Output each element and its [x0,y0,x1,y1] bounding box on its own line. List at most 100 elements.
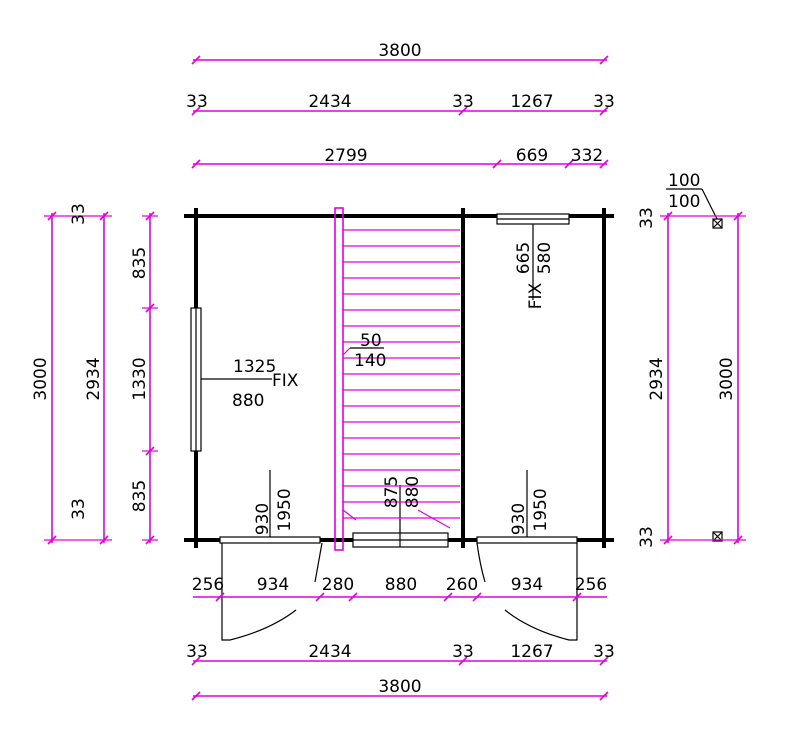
center-window-height: 880 [403,476,423,508]
top-seg-1: 2434 [308,92,351,112]
dimension-tick [458,656,468,666]
board-leader [342,347,351,356]
bot-seg-0: 33 [186,642,208,662]
dimension-tick [191,159,201,169]
right-window [496,213,570,300]
dimension-tick [599,691,609,701]
dimension-tick [145,535,155,545]
dimension-tick [145,211,155,221]
top-overall: 3800 [378,41,421,61]
open-2: 280 [322,575,354,595]
right-inner: 2934 [647,357,667,400]
dimension-tick [315,592,325,602]
dimension-tick [492,159,502,169]
element-labels: 1325 FIX 880 665 580 FIX 930 1950 930 19… [232,171,700,535]
top-inner-2: 332 [571,146,603,166]
dimension-tick [145,446,155,456]
door-left-leaf [314,542,323,583]
dimension-tick [564,159,574,169]
dimension-tick [99,535,109,545]
right-window-height: 580 [535,242,555,274]
left-win-2: 835 [130,480,150,512]
door-left-width: 930 [253,503,273,535]
dimension-tick [572,592,582,602]
floor-joist [334,207,344,551]
door-right-width: 930 [509,503,529,535]
dimension-lines [44,59,746,697]
top-inner-1: 669 [516,146,548,166]
right-window-width: 665 [514,242,534,274]
bot-seg-3: 1267 [510,642,553,662]
bot-seg-2: 33 [452,642,474,662]
door-left-frame [219,536,321,544]
bottom-overall: 3800 [378,677,421,697]
top-seg-2: 33 [452,92,474,112]
left-overall: 3000 [31,357,51,400]
left-window [190,307,272,452]
left-window-height: 880 [232,391,264,411]
dimension-tick [599,656,609,666]
open-4: 260 [446,575,478,595]
dimension-tick [191,656,201,666]
dimension-tick [733,535,743,545]
dimension-tick [472,592,482,602]
dimension-tick [443,592,453,602]
dimension-tick [191,691,201,701]
door-right-leaf [476,542,486,583]
top-seg-3: 1267 [510,92,553,112]
dimension-tick [599,55,609,65]
top-inner-0: 2799 [324,146,367,166]
floor-board-b: 140 [354,351,386,371]
dimension-ticks [47,55,743,701]
dimension-tick [663,535,673,545]
door-left-height: 1950 [275,488,295,531]
dimension-tick [47,211,57,221]
open-5: 934 [511,575,543,595]
bot-seg-4: 33 [593,642,615,662]
dimension-tick [663,211,673,221]
left-wall-bottom: 33 [69,498,89,520]
right-wall-top: 33 [637,207,657,229]
open-1: 934 [257,575,289,595]
top-seg-4: 33 [593,92,615,112]
left-wall-top: 33 [69,203,89,225]
dimension-tick [599,159,609,169]
dimension-tick [191,55,201,65]
door-right-height: 1950 [531,488,551,531]
left-win-0: 835 [130,247,150,279]
dimension-text: 3800 33 2434 33 1267 33 2799 669 332 256… [31,41,737,697]
door-left-swing [221,543,297,641]
dimension-tick [145,303,155,313]
right-overall: 3000 [717,357,737,400]
dimension-tick [99,211,109,221]
center-window-width: 875 [382,476,402,508]
open-3: 880 [385,575,417,595]
dimension-tick [599,106,609,116]
right-window-type: FIX [526,282,546,309]
left-window-width: 1325 [233,357,276,377]
dimension-tick [191,106,201,116]
open-6: 256 [575,575,607,595]
doors [219,470,578,641]
dimension-tick [215,592,225,602]
left-win-1: 1330 [130,357,150,400]
top-seg-0: 33 [186,92,208,112]
door-right-swing [504,543,578,641]
floor-board-a: 50 [360,331,382,351]
bot-seg-1: 2434 [308,642,351,662]
open-0: 256 [192,575,224,595]
posts [666,188,723,542]
post-b: 100 [668,192,700,212]
floor-boards [334,207,460,551]
dimension-tick [733,211,743,221]
dimension-tick [348,592,358,602]
left-inner: 2934 [84,357,104,400]
dimension-tick [47,535,57,545]
post-a: 100 [668,171,700,191]
dimension-tick [458,106,468,116]
right-wall-bottom: 33 [637,526,657,548]
door-right-frame [476,536,578,544]
left-window-type: FIX [272,371,299,391]
